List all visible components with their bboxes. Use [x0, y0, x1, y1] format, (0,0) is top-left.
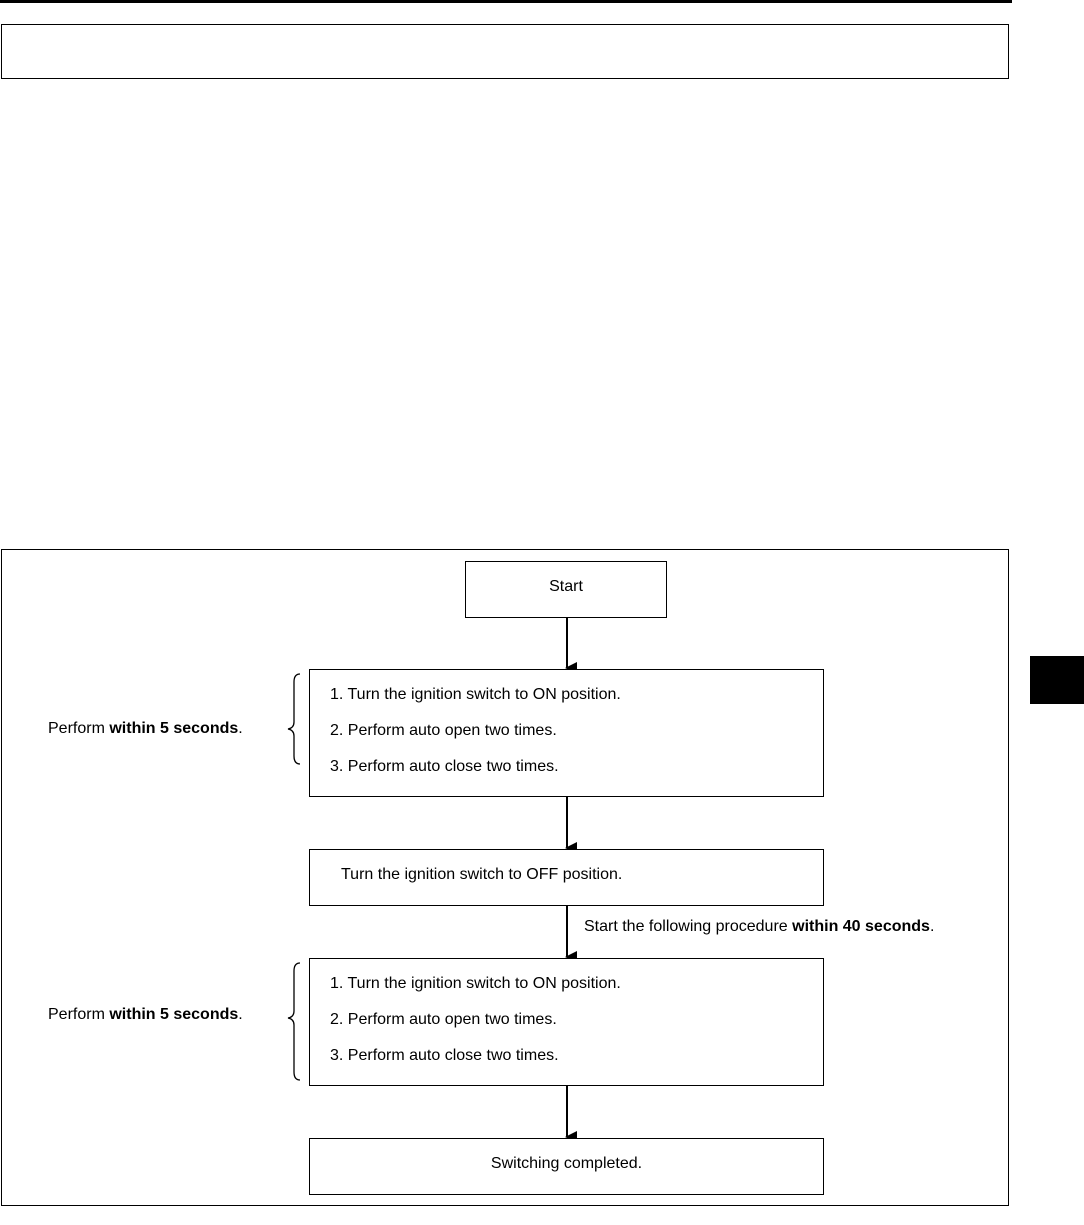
- group1-note-suffix: .: [238, 720, 243, 737]
- group2-note-suffix: .: [238, 1006, 243, 1023]
- group2-step-3: 3. Perform auto close two times.: [330, 1047, 559, 1064]
- group2-step-1: 1. Turn the ignition switch to ON positi…: [330, 975, 621, 992]
- section-tab: [1030, 656, 1084, 704]
- group2-note-prefix: Perform: [48, 1006, 110, 1023]
- procedure-box-2: 1. Turn the ignition switch to ON positi…: [309, 958, 824, 1086]
- end-label: Switching completed.: [490, 1155, 643, 1172]
- group1-step-3: 3. Perform auto close two times.: [330, 758, 559, 775]
- transition-note: Start the following procedure within 40 …: [584, 918, 934, 936]
- top-rule: [0, 0, 1012, 3]
- transition-note-suffix: .: [929, 918, 935, 935]
- procedure-box-1: 1. Turn the ignition switch to ON positi…: [309, 669, 824, 797]
- transition-note-prefix: Start the following procedure: [584, 918, 793, 935]
- group1-note-prefix: Perform: [48, 720, 110, 737]
- start-node: Start: [465, 561, 667, 618]
- group2-note-bold: within 5 seconds: [109, 1006, 239, 1023]
- flowchart-frame: [1, 549, 1009, 1206]
- off-step-box: Turn the ignition switch to OFF position…: [309, 849, 824, 906]
- group1-step-2: 2. Perform auto open two times.: [330, 722, 557, 739]
- end-node: Switching completed.: [309, 1138, 824, 1195]
- group1-step-1: 1. Turn the ignition switch to ON positi…: [330, 686, 621, 703]
- group1-note-bold: within 5 seconds: [109, 720, 239, 737]
- off-step-label: Turn the ignition switch to OFF position…: [341, 866, 623, 883]
- group1-timing-note: Perform within 5 seconds.: [48, 720, 243, 738]
- group2-step-2: 2. Perform auto open two times.: [330, 1011, 557, 1028]
- brace-group2: [287, 962, 301, 1081]
- start-label: Start: [549, 578, 583, 595]
- transition-note-bold: within 40 seconds: [792, 918, 930, 935]
- header-box: [1, 24, 1009, 79]
- group2-timing-note: Perform within 5 seconds.: [48, 1006, 243, 1024]
- brace-group1: [287, 673, 301, 765]
